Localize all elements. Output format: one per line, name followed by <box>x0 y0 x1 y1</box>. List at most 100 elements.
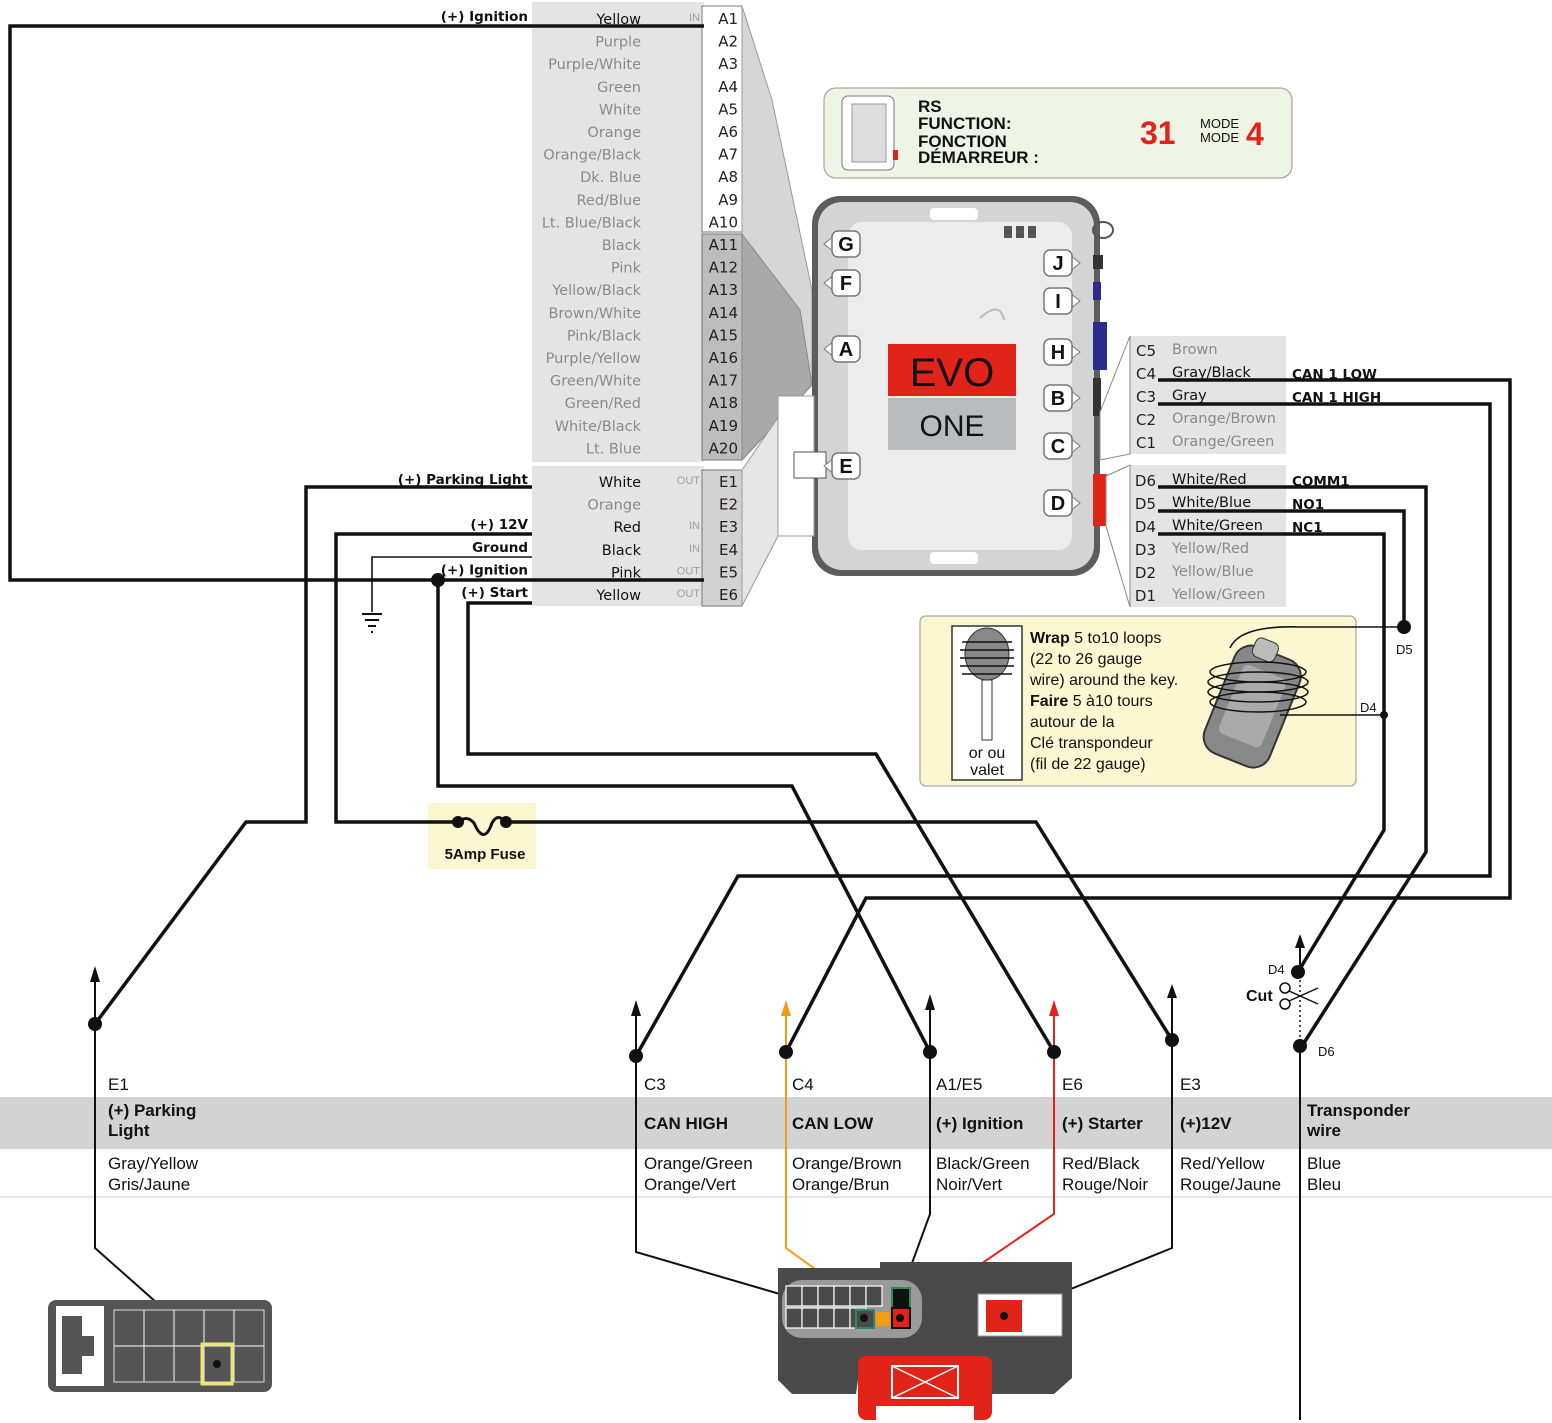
cut-d6-label: D6 <box>1318 1044 1335 1059</box>
pin-label: A11 <box>709 236 738 254</box>
pin-label: D2 <box>1135 564 1156 582</box>
wire-color: White <box>599 102 641 118</box>
pin-direction: OUT <box>677 588 701 600</box>
d5-note-label: D5 <box>1396 642 1413 657</box>
wire-color: Green <box>597 80 641 96</box>
pin-direction: OUT <box>677 475 701 487</box>
port-a <box>831 335 861 363</box>
wire-color: Yellow/Black <box>551 283 641 299</box>
wire-color: White/Green <box>1172 518 1263 534</box>
pin-label: A5 <box>718 100 738 118</box>
port-e <box>831 452 861 480</box>
pin-label: A8 <box>718 168 738 186</box>
fuse: 5Amp Fuse <box>428 803 536 869</box>
pin-label: A12 <box>709 259 738 277</box>
wire-color: Green/White <box>550 374 641 390</box>
port-d <box>1043 489 1073 517</box>
port-g <box>831 230 861 258</box>
pin-function: CAN 1 HIGH <box>1292 390 1381 406</box>
port-label: A <box>839 339 853 361</box>
pin-label: A6 <box>718 123 738 141</box>
pin-label: A16 <box>709 349 738 367</box>
mode-label-fr: MODE <box>1200 130 1239 145</box>
pin-label: C5 <box>1136 342 1156 360</box>
port-h <box>1043 338 1073 366</box>
note-line-2: (22 to 26 gauge <box>1030 651 1142 668</box>
demarreur-label: DÉMARREUR : <box>918 148 1039 167</box>
or-ou-label: or ou <box>969 745 1005 762</box>
wire-color: Lt. Blue/Black <box>542 215 642 231</box>
wire-color: Purple/Yellow <box>546 351 641 367</box>
d4-note-label: D4 <box>1360 700 1377 715</box>
wires <box>8 24 1512 1057</box>
wire-color: Purple/White <box>548 57 641 73</box>
pin-label: E6 <box>719 586 738 604</box>
port-f <box>831 269 861 297</box>
wire-color: Dk. Blue <box>580 170 641 186</box>
pin-function: NO1 <box>1292 497 1324 513</box>
pin-label: C4 <box>1136 365 1156 383</box>
pin-label: A18 <box>709 394 738 412</box>
wire-color: Yellow <box>595 588 641 604</box>
pin-label: D4 <box>1135 518 1156 536</box>
vehicle-function: (+) Starter <box>1062 1114 1143 1133</box>
wire-color: Black <box>602 543 642 559</box>
port-b <box>1043 384 1073 412</box>
pin-label: C1 <box>1136 434 1156 452</box>
wire-color: Pink <box>611 261 642 277</box>
cut-d4-label: D4 <box>1268 962 1285 977</box>
cut-label: Cut <box>1246 988 1273 1005</box>
port-j <box>1043 249 1073 277</box>
fonction-label: FONCTION <box>918 132 1007 151</box>
pin-label: A20 <box>709 439 738 457</box>
rs-function-box: RS FUNCTION: FONCTION DÉMARREUR : 31 MOD… <box>823 87 1293 179</box>
pin-label: E1 <box>719 473 738 491</box>
valet-label: valet <box>970 762 1004 779</box>
logo-one: ONE <box>919 410 984 443</box>
function-label: FUNCTION: <box>918 114 1011 133</box>
port-label: F <box>840 273 852 295</box>
wire-color: Red <box>613 520 641 536</box>
ignition-connector <box>778 1262 1072 1420</box>
wire-color: Yellow/Blue <box>1171 564 1254 580</box>
pin-direction: IN <box>689 543 700 555</box>
note-line-3: wire) around the key. <box>1029 672 1178 689</box>
wire-color: Yellow <box>595 12 641 28</box>
vehicle-code: E3 <box>1180 1075 1201 1094</box>
wire-color: White <box>599 475 641 491</box>
pin-label: A17 <box>709 372 738 390</box>
pin-label: A9 <box>718 191 738 209</box>
vehicle-code: C4 <box>792 1075 814 1094</box>
fuse-label: 5Amp Fuse <box>445 846 526 863</box>
pin-label: A3 <box>718 55 738 73</box>
evo-one-module: EVO ONE <box>777 196 1114 576</box>
junction-dots <box>88 573 1411 1063</box>
wire-color: Orange <box>587 498 641 514</box>
port-label: I <box>1055 291 1061 313</box>
wire-color: White/Black <box>555 419 642 435</box>
pin-function: (+) Ignition <box>441 9 528 25</box>
pin-function: (+) Ignition <box>441 562 528 578</box>
pin-label: D1 <box>1135 587 1156 605</box>
note-line-6: Clé transpondeur <box>1030 735 1153 752</box>
mode-number: 4 <box>1246 116 1264 152</box>
wire-color: Green/Red <box>565 396 641 412</box>
pin-label: A1 <box>718 10 738 28</box>
pin-label: A13 <box>709 281 738 299</box>
pin-label: A2 <box>718 33 738 51</box>
wire-color: Orange <box>587 125 641 141</box>
scissors-icon <box>1279 982 1319 1010</box>
pin-label: E4 <box>719 541 738 559</box>
wire-color: Orange/Brown <box>1172 411 1276 427</box>
pin-label: A14 <box>709 304 738 322</box>
